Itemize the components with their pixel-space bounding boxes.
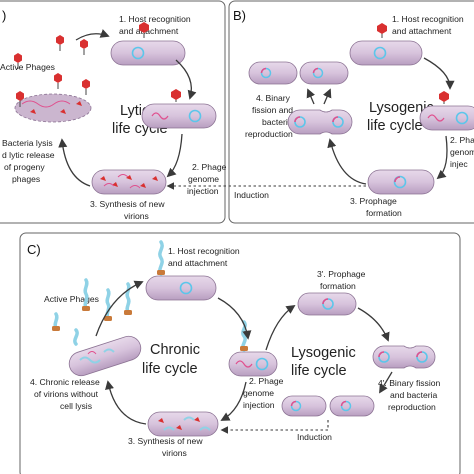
panel-b-cell-top [349,23,423,66]
panel-c-step3-label: 3. Synthesis of new virions [128,436,205,458]
panel-b-title: Lysogenic life cycle [367,100,438,134]
panel-a: ) Lytic life cycle 1. Host recognition a… [0,0,229,224]
panel-b-cell-right [419,91,474,131]
panel-b-arrow-split-right [322,88,332,105]
panel-c-frame [19,232,461,474]
panel-c-chronic-cell [68,328,142,377]
panel-b-frame [228,0,474,224]
panel-a-arrow-3-4 [58,138,91,187]
panel-b-label: B) [233,8,246,23]
panel-c-arrow-2-3p [265,304,296,351]
panel-a-step2-label: 2. Phage genome injection [187,162,229,196]
panel-a-step3-label: 3. Synthesis of new virions [90,199,167,221]
panel-c-cell-bottom [147,411,219,437]
panel-c-prophage-cell [297,292,357,316]
panel-b-arrow-3-4 [327,138,367,185]
panel-a-label: ) [2,8,6,23]
panel-b-cell-bottom [367,169,435,195]
panel-c-arrow-3p-4p [357,307,390,342]
panel-a-arrow-1-2 [175,59,197,100]
panel-c-label: C) [27,242,41,257]
panel-c-dividing-cell [372,345,436,369]
panel-a-active-phages-label: Active Phages [0,62,55,72]
panel-c-induction-label: Induction [297,432,332,442]
panel-b-step2-label: 2. Pha genom injec [450,135,474,169]
panel-b-step3-label: 3. Prophage formation [350,196,402,218]
panel-c-step1-label: 1. Host recognition and attachment [168,246,242,268]
panel-c-title-chronic: Chronic life cycle [142,342,204,377]
panel-a-frame [0,0,226,224]
panel-c-active-phages-label: Active Phages [44,294,99,304]
panel-c: C) Chronic life cycle Lysogenic life cyc… [19,232,461,474]
panel-b-induction-label: Induction [234,190,269,200]
panel-b-arrow-1-2 [423,57,455,90]
panel-b-arrow-2-3 [436,135,448,180]
panel-a-lysing-cell [14,93,92,123]
panel-a-free-phages [14,35,90,107]
panel-c-daughter-cells [281,395,375,417]
panel-b-step1-label: 1. Host recognition and attachment [392,14,466,36]
panel-c-step3p-label: 3'. Prophage formation [317,269,368,291]
panel-c-arrow-3-4 [105,380,147,425]
panel-a-cell-bottom [91,169,167,195]
panel-b-dividing-cell [287,109,353,135]
panel-b-arrow-split-left [306,88,316,105]
panel-c-arrow-1-2 [217,297,252,340]
panel-a-step4-label: Bacteria lysis d lytic release of progen… [2,138,57,184]
panel-c-cell-top [145,240,217,301]
panel-b-daughter-cells [248,61,349,85]
panel-c-arrow-4-1 [95,280,144,337]
panel-c-arrow-2-3 [220,381,247,421]
panel-a-cell-right [141,89,217,129]
panel-c-step2-label: 2. Phage genome injection [243,376,286,410]
panel-c-title-lysogenic: Lysogenic life cycle [291,345,360,379]
panel-c-arrow-split [379,371,393,394]
panel-c-induction-arrow [220,420,329,434]
panel-a-arrow-2-3 [166,133,183,178]
panel-c-step4-label: 4. Chronic release of virions without ce… [30,377,102,411]
panel-c-released-phages [52,278,132,331]
panel-c-step4p-label: 4'. Binary fission and bacteria reproduc… [378,378,443,412]
panel-a-arrow-4-1 [75,29,110,41]
panel-a-step1-label: 1. Host recognition and attachment [119,14,193,36]
panel-b-step4-label: 4. Binary fission and bacteria reproduct… [245,93,295,139]
panel-a-cell-top [110,22,186,66]
panel-c-cell-right [228,320,278,377]
panel-b: B) Lysogenic life cycle 1. Host recognit… [166,0,474,224]
